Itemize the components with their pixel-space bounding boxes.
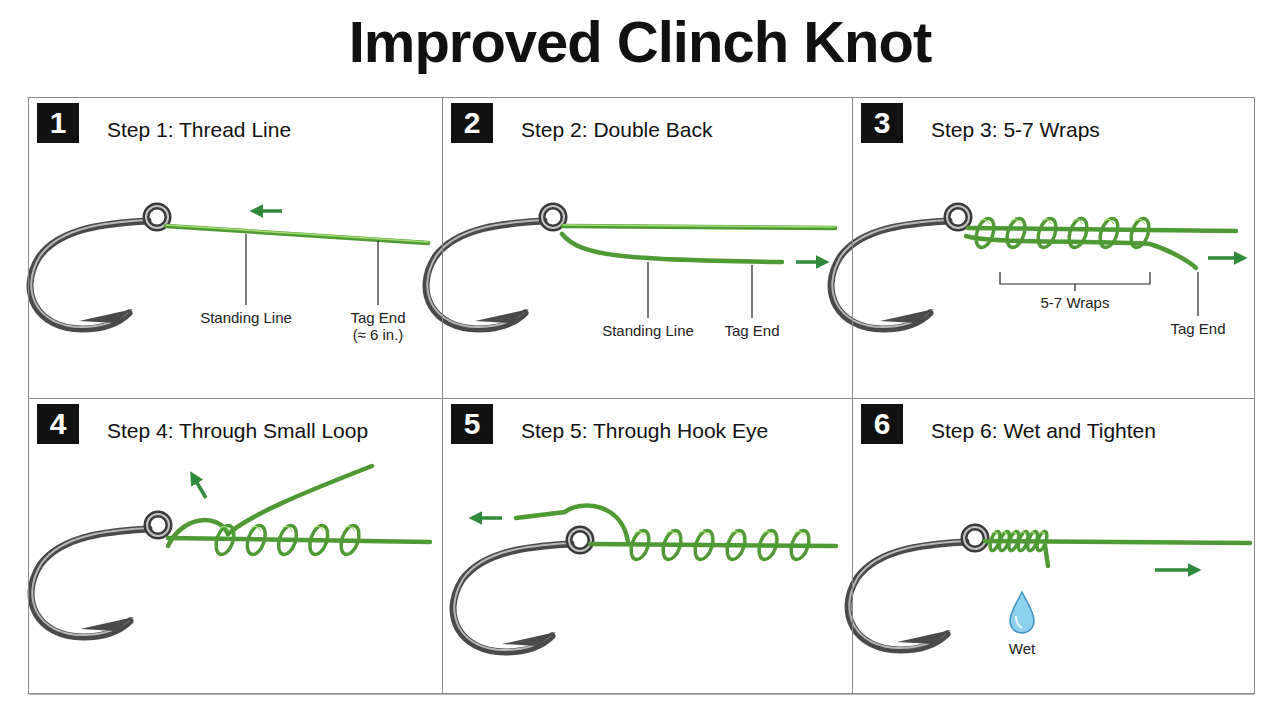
- line-wrap-highlight: [795, 531, 805, 536]
- line-wrap: [692, 528, 716, 561]
- step-panel: Step 6: Wet and Tighten 6: [852, 398, 1255, 694]
- line-wrap-highlight: [1135, 219, 1145, 224]
- line-wrap: [756, 528, 780, 561]
- line-wrap-highlight: [699, 531, 709, 536]
- line-wrap: [275, 523, 299, 556]
- line-wrap-highlight: [283, 526, 293, 531]
- line-wrap-highlight: [1002, 532, 1007, 535]
- part-label: 5-7 Wraps: [1041, 294, 1110, 311]
- part-label: Wet: [1009, 640, 1035, 657]
- step-number-badge: 6: [861, 404, 903, 444]
- step-panel: Step 5: Through Hook Eye 5: [442, 398, 853, 694]
- line-wrap-highlight: [1042, 219, 1052, 224]
- step-number: 5: [464, 407, 481, 441]
- step-number: 1: [50, 106, 67, 140]
- line-wrap-highlight: [1104, 219, 1114, 224]
- line-wrap: [973, 216, 997, 249]
- step-number: 3: [874, 106, 891, 140]
- line-wrap-highlight: [220, 526, 230, 531]
- step-title: Step 2: Double Back: [521, 118, 712, 142]
- line-wrap-highlight: [980, 219, 990, 224]
- line-wrap-highlight: [763, 531, 773, 536]
- step-panel: Step 4: Through Small Loop 4: [28, 398, 443, 694]
- line-wrap: [628, 528, 652, 561]
- part-label: Tag End: [724, 322, 779, 339]
- line-wrap: [1035, 216, 1059, 249]
- line-wrap-highlight: [993, 532, 998, 535]
- step-title: Step 6: Wet and Tighten: [931, 419, 1156, 443]
- line-wrap: [724, 528, 748, 561]
- line-wrap-highlight: [1011, 219, 1021, 224]
- step-panel: Step 3: 5-7 Wraps 3: [852, 97, 1255, 399]
- step-number-badge: 5: [451, 404, 493, 444]
- line-wrap: [1066, 216, 1090, 249]
- line-wrap-highlight: [1011, 532, 1016, 535]
- step-number-badge: 1: [37, 103, 79, 143]
- step-panel: Step 2: Double Back 2: [442, 97, 853, 399]
- step-number-badge: 2: [451, 103, 493, 143]
- line-wrap: [788, 528, 812, 561]
- line-wrap: [1004, 216, 1028, 249]
- line-wrap-highlight: [1073, 219, 1083, 224]
- line-wrap-highlight: [731, 531, 741, 536]
- step-number-badge: 4: [37, 404, 79, 444]
- part-label: Standing Line: [200, 309, 292, 326]
- line-wrap-highlight: [345, 526, 355, 531]
- line-wrap-highlight: [314, 526, 324, 531]
- line-wrap-highlight: [1040, 532, 1045, 535]
- part-label: Standing Line: [602, 322, 694, 339]
- step-panel: Step 1: Thread Line 1: [28, 97, 443, 399]
- line-wrap: [660, 528, 684, 561]
- step-number: 2: [464, 106, 481, 140]
- step-title: Step 4: Through Small Loop: [107, 419, 368, 443]
- part-label: Tag End: [1170, 320, 1225, 337]
- part-label: Tag End (≈ 6 in.): [347, 309, 409, 344]
- line-wrap-highlight: [251, 526, 261, 531]
- line-wrap: [307, 523, 331, 556]
- step-number: 4: [50, 407, 67, 441]
- step-title: Step 1: Thread Line: [107, 118, 291, 142]
- line-wrap: [213, 523, 237, 556]
- line-wrap-highlight: [1030, 532, 1035, 535]
- line-wrap-highlight: [667, 531, 677, 536]
- step-number: 6: [874, 407, 891, 441]
- diagram-title: Improved Clinch Knot: [0, 8, 1280, 75]
- line-wrap-highlight: [1021, 532, 1026, 535]
- step-title: Step 5: Through Hook Eye: [521, 419, 768, 443]
- line-wrap: [1097, 216, 1121, 249]
- step-number-badge: 3: [861, 103, 903, 143]
- line-wrap: [338, 523, 362, 556]
- line-wrap: [1128, 216, 1152, 249]
- line-wrap-highlight: [635, 531, 645, 536]
- line-wrap: [244, 523, 268, 556]
- step-title: Step 3: 5-7 Wraps: [931, 118, 1100, 142]
